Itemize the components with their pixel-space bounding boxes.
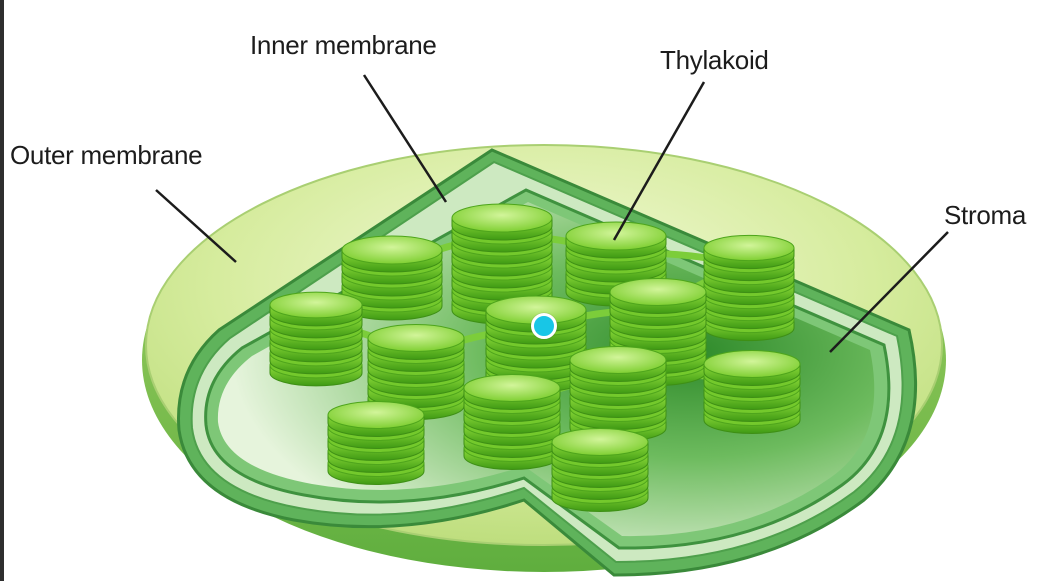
- granum-stack: [569, 346, 667, 442]
- thylakoid-leader: [612, 81, 706, 241]
- outer-membrane-label: Outer membrane: [10, 140, 203, 170]
- granum-stack: [703, 234, 795, 342]
- stroma-label: Stroma: [944, 200, 1027, 230]
- chloroplast-diagram: Outer membrane Inner membrane Thylakoid …: [4, 0, 1063, 581]
- chloroplast-illustration: [142, 74, 949, 577]
- leader-lines: [155, 74, 949, 353]
- pointer-marker-icon: [531, 313, 557, 339]
- granum-stack: [463, 374, 561, 470]
- thylakoid-grana: [269, 203, 801, 512]
- outer-membrane-leader: [155, 189, 237, 263]
- thylakoid-label: Thylakoid: [660, 45, 769, 75]
- granum-stack: [341, 235, 443, 321]
- granum-stack: [451, 203, 553, 325]
- inner-membrane-label: Inner membrane: [250, 30, 437, 60]
- inner-membrane-leader: [362, 74, 448, 203]
- granum-stack: [703, 350, 801, 434]
- granum-stack: [551, 428, 649, 512]
- stroma-leader: [829, 231, 949, 353]
- granum-stack: [269, 291, 363, 387]
- granum-stack: [327, 401, 425, 485]
